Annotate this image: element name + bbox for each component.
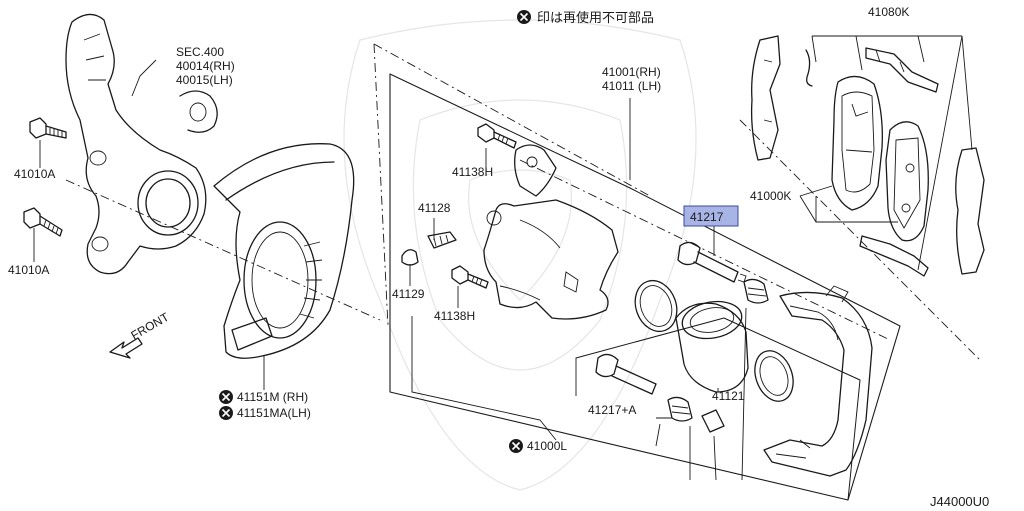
label-front: FRONT bbox=[129, 309, 172, 342]
bolt-41010a-lower bbox=[23, 207, 63, 237]
caliper-bracket bbox=[763, 285, 873, 477]
splash-guard bbox=[213, 143, 355, 359]
non-reusable-note: 印は再使用不可部品 bbox=[517, 10, 654, 26]
highlight-41217 bbox=[683, 205, 739, 227]
label-41138h-lower: 41138H bbox=[434, 309, 475, 323]
anti-squeal-shim-left bbox=[750, 35, 781, 161]
steering-knuckle bbox=[65, 13, 218, 275]
label-40014: 40014(RH) bbox=[176, 59, 235, 73]
note-text: 印は再使用不可部品 bbox=[537, 10, 654, 26]
label-41128: 41128 bbox=[418, 201, 451, 215]
bleeder-cap bbox=[401, 249, 419, 266]
leader-lines bbox=[33, 59, 898, 481]
piston-seal bbox=[634, 279, 678, 333]
label-41138h-upper: 41138H bbox=[452, 165, 493, 179]
label-41151ma: 41151MA(LH) bbox=[237, 406, 311, 420]
label-41217: 41217 bbox=[690, 210, 724, 224]
piston bbox=[675, 300, 749, 393]
label-41129: 41129 bbox=[392, 287, 425, 301]
piston-boot bbox=[754, 350, 794, 402]
caliper-body bbox=[483, 144, 619, 320]
caliper-assembly-frame bbox=[389, 73, 901, 501]
label-41217a: 41217+A bbox=[588, 403, 636, 417]
pad-wear-indicator bbox=[805, 49, 813, 87]
label-41010a-lower: 41010A bbox=[8, 263, 49, 277]
bolt-41010a-upper bbox=[29, 117, 67, 139]
label-41001: 41001(RH) bbox=[602, 65, 661, 79]
assembly-axis-lines bbox=[65, 43, 981, 361]
label-41151m: 41151M (RH) bbox=[237, 390, 308, 404]
pin-sleeve bbox=[701, 409, 725, 433]
watermark bbox=[343, 19, 697, 491]
pad-kit-bracket-lines bbox=[811, 35, 973, 271]
brake-pad-inner bbox=[831, 75, 883, 211]
guide-pin-upper bbox=[677, 241, 747, 283]
diagram-code: J44000U0 bbox=[930, 494, 989, 509]
anti-squeal-shim-right bbox=[955, 147, 985, 275]
label-40015: 40015(LH) bbox=[176, 73, 233, 87]
pin-boot-upper bbox=[743, 278, 769, 304]
bolt-41138h-upper bbox=[477, 123, 517, 149]
label-sec400: SEC.400 bbox=[176, 45, 224, 59]
bleeder-screw bbox=[427, 231, 457, 249]
label-41121: 41121 bbox=[712, 389, 745, 403]
label-41080k: 41080K bbox=[868, 5, 909, 19]
label-41011: 41011 (LH) bbox=[602, 79, 661, 93]
part-labels: SEC.400 40014(RH) 40015(LH) 41010A 41010… bbox=[8, 5, 989, 509]
label-41000l: 41000L bbox=[527, 439, 567, 453]
front-arrow bbox=[109, 337, 143, 359]
label-41000k: 41000K bbox=[750, 189, 791, 203]
guide-pin-lower bbox=[595, 353, 657, 395]
label-41010a-upper: 41010A bbox=[14, 167, 55, 181]
pad-clip-bottom bbox=[859, 235, 929, 277]
pad-clip-top bbox=[865, 47, 939, 93]
brake-pad-outer bbox=[885, 121, 929, 242]
bolt-41138h-lower bbox=[451, 265, 489, 289]
pin-boot-lower bbox=[667, 396, 693, 422]
